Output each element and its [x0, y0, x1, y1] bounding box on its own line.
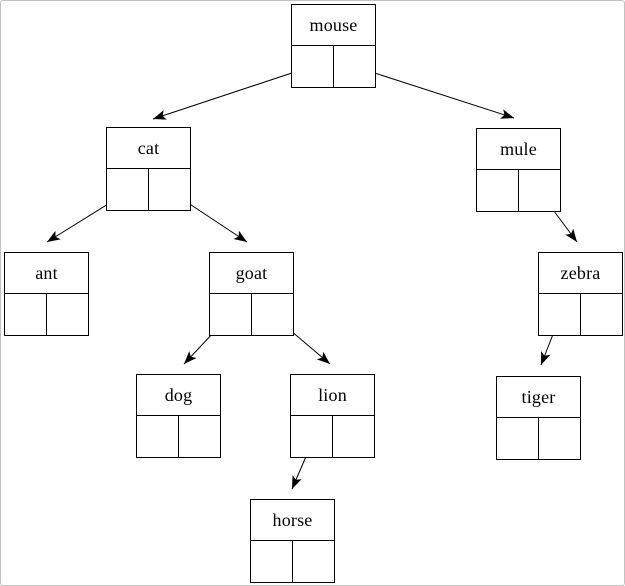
node-label: horse: [251, 500, 334, 541]
right-pointer-cell: [293, 541, 335, 582]
left-pointer-cell: [137, 416, 179, 457]
pointer-cells: [251, 541, 334, 582]
pointer-cells: [292, 46, 375, 87]
right-pointer-cell: [252, 294, 294, 335]
right-pointer-cell: [581, 294, 623, 335]
left-pointer-cell: [477, 170, 519, 211]
right-pointer-cell: [334, 46, 376, 87]
edge-mouse-left-to-cat: [152, 65, 314, 120]
left-pointer-cell: [210, 294, 252, 335]
right-pointer-cell: [149, 169, 191, 210]
pointer-cells: [539, 294, 622, 335]
tree-node-mouse: mouse: [291, 4, 376, 88]
pointer-cells: [5, 294, 88, 335]
tree-node-lion: lion: [290, 374, 375, 458]
tree-node-ant: ant: [4, 252, 89, 336]
tree-node-horse: horse: [250, 499, 335, 583]
node-label: dog: [137, 375, 220, 416]
node-label: lion: [291, 375, 374, 416]
node-label: cat: [107, 128, 190, 169]
tree-node-tiger: tiger: [496, 376, 581, 460]
left-pointer-cell: [5, 294, 47, 335]
right-pointer-cell: [47, 294, 89, 335]
node-label: mule: [477, 129, 560, 170]
left-pointer-cell: [539, 294, 581, 335]
tree-node-zebra: zebra: [538, 252, 623, 336]
pointer-cells: [210, 294, 293, 335]
edge-mouse-right-to-mule: [352, 65, 515, 119]
pointer-cells: [291, 416, 374, 457]
tree-node-goat: goat: [209, 252, 294, 336]
left-pointer-cell: [291, 416, 333, 457]
left-pointer-cell: [292, 46, 334, 87]
left-pointer-cell: [497, 418, 539, 459]
node-label: tiger: [497, 377, 580, 418]
pointer-cells: [477, 170, 560, 211]
node-label: mouse: [292, 5, 375, 46]
left-pointer-cell: [107, 169, 149, 210]
right-pointer-cell: [519, 170, 561, 211]
tree-node-mule: mule: [476, 128, 561, 212]
tree-node-cat: cat: [106, 127, 191, 211]
pointer-cells: [107, 169, 190, 210]
tree-node-dog: dog: [136, 374, 221, 458]
pointer-cells: [497, 418, 580, 459]
right-pointer-cell: [333, 416, 375, 457]
right-pointer-cell: [179, 416, 221, 457]
pointer-cells: [137, 416, 220, 457]
node-label: ant: [5, 253, 88, 294]
right-pointer-cell: [539, 418, 581, 459]
node-label: goat: [210, 253, 293, 294]
node-label: zebra: [539, 253, 622, 294]
left-pointer-cell: [251, 541, 293, 582]
